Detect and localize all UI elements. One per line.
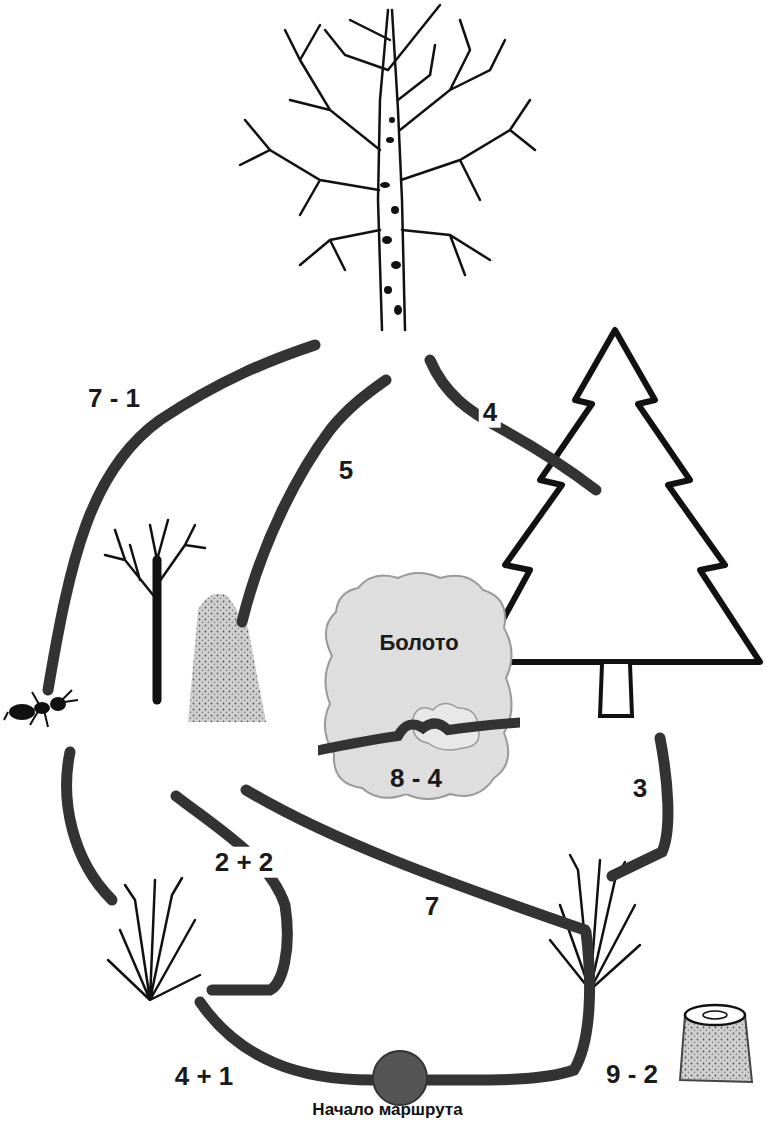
path-length: 9 - 2 — [602, 1059, 662, 1090]
swamp-name: Болото — [318, 568, 520, 656]
caption: Начало маршрута — [0, 1100, 775, 1120]
bare-tree — [105, 520, 205, 700]
path-length: 4 — [479, 397, 501, 428]
bush — [108, 855, 640, 1000]
path-length: 5 — [335, 455, 357, 486]
ant — [4, 690, 78, 727]
path-length: 3 — [629, 773, 651, 804]
start-point — [373, 1051, 427, 1105]
path-length: 8 - 4 — [386, 763, 446, 794]
route-path — [48, 345, 668, 1080]
anthill — [188, 594, 266, 722]
path-length: 7 - 1 — [84, 383, 144, 414]
birch-spots — [380, 117, 402, 315]
path-length: 2 + 2 — [211, 847, 278, 878]
spruce-tree — [480, 330, 760, 716]
tree-stump — [680, 1005, 752, 1082]
path-length: 4 + 1 — [171, 1061, 238, 1092]
path-length: 7 — [421, 891, 443, 922]
birch-tree — [240, 5, 535, 330]
